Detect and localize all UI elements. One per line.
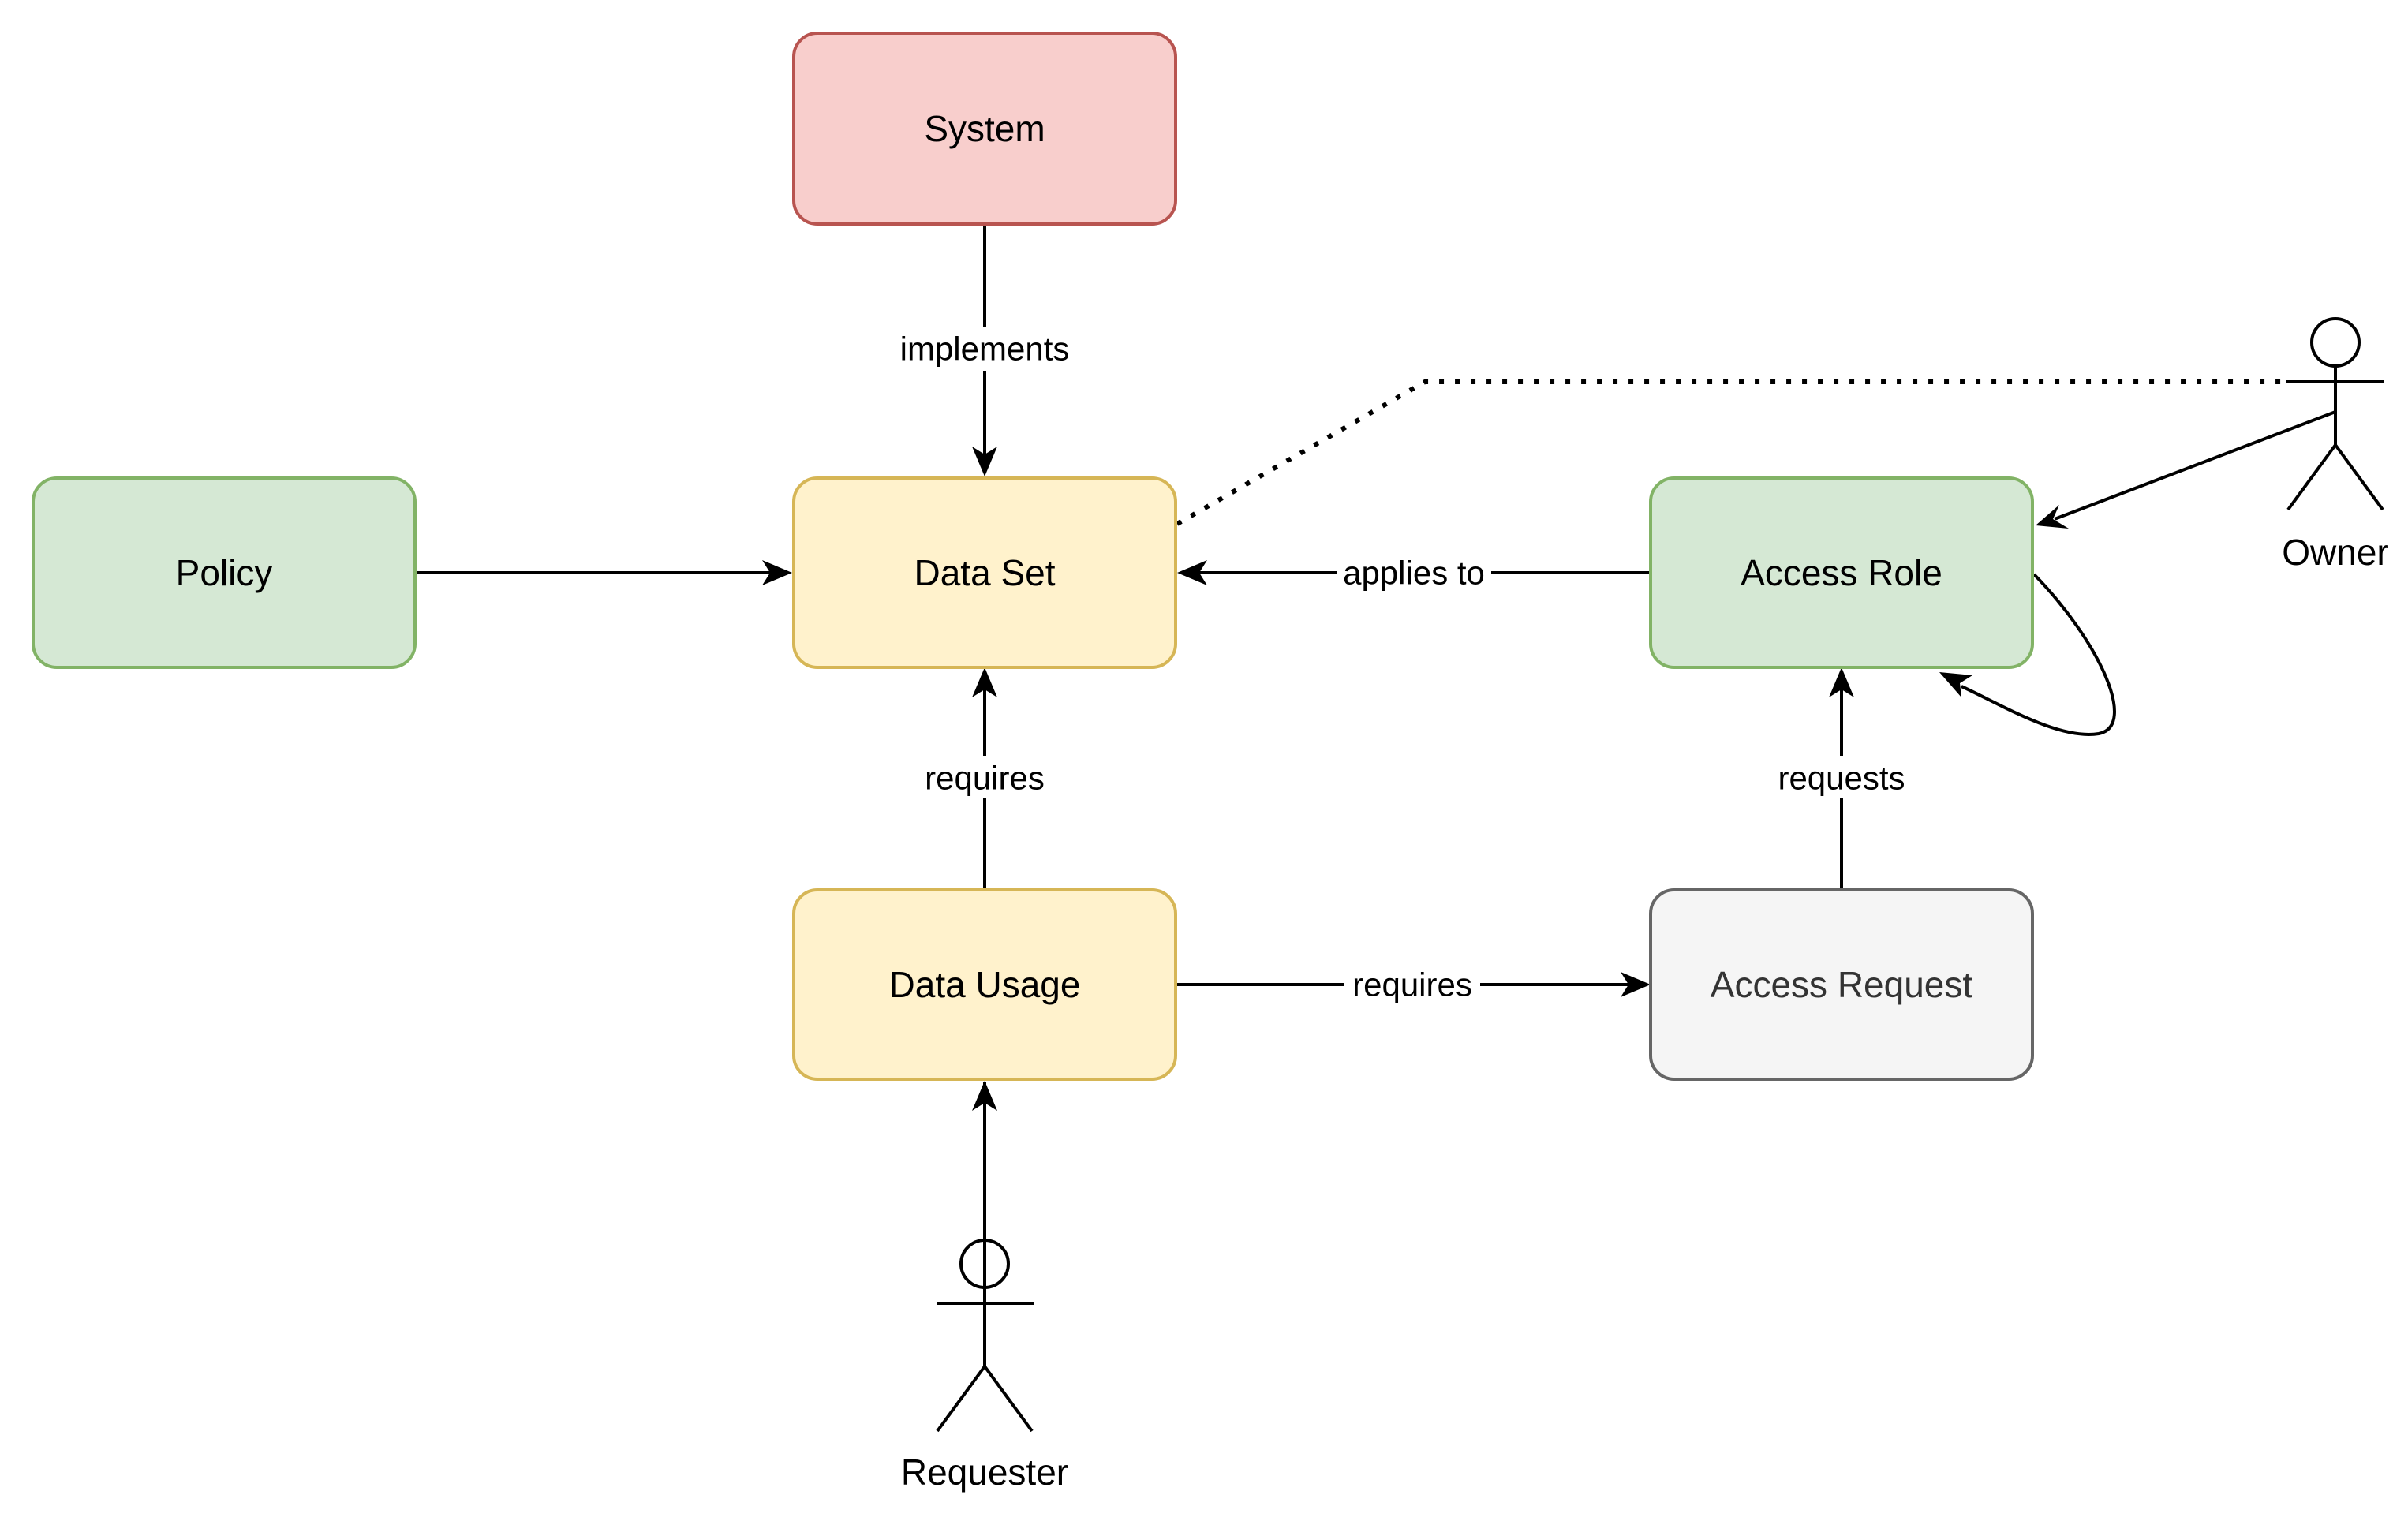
edge-owner-access-role-line[interactable] — [2054, 410, 2336, 521]
edge-applies-to-label: applies to — [1343, 555, 1485, 592]
node-policy[interactable]: Policy — [32, 476, 417, 669]
node-data-usage[interactable]: Data Usage — [792, 888, 1177, 1081]
actor-requester-label: Requester — [901, 1452, 1068, 1493]
node-system[interactable]: System — [792, 32, 1177, 226]
edge-requires-up-arrowhead — [972, 667, 997, 697]
edge-requires-right-label-bg — [1344, 964, 1480, 1007]
edge-implements-label: implements — [900, 331, 1070, 368]
edge-requester-usage-arrowhead — [972, 1081, 997, 1111]
node-access-role[interactable]: Access Role — [1649, 476, 2034, 669]
node-system-label: System — [924, 108, 1045, 149]
edge-requires-right-arrowhead — [1621, 972, 1651, 997]
node-access-request-label: Access Request — [1711, 964, 1973, 1005]
actor-owner-label: Owner — [2282, 532, 2388, 573]
node-data-set-label: Data Set — [914, 552, 1056, 593]
edge-access-role-self-loop[interactable] — [1961, 573, 2116, 736]
node-data-set[interactable]: Data Set — [792, 476, 1177, 669]
edge-requests-label: requests — [1778, 760, 1905, 797]
node-policy-label: Policy — [176, 552, 273, 593]
node-policy-box[interactable] — [32, 476, 417, 669]
actor-requester[interactable]: Requester — [901, 1081, 1068, 1493]
actor-owner-leg-left — [2286, 443, 2337, 511]
edge-applies-to-arrowhead — [1177, 560, 1207, 585]
actor-requester-leg-left — [936, 1365, 986, 1433]
actor-owner[interactable]: Owner — [2282, 317, 2389, 573]
node-access-request[interactable]: Access Request — [1649, 888, 2034, 1081]
node-data-usage-box[interactable] — [792, 888, 1177, 1081]
actor-owner-leg-right — [2334, 443, 2384, 511]
node-data-usage-label: Data Usage — [889, 964, 1081, 1005]
edge-implements-label-bg — [888, 327, 1081, 371]
node-system-box[interactable] — [792, 32, 1177, 226]
edge-owner-dataset-dotted[interactable] — [1176, 379, 2291, 526]
edge-requires-up-label: requires — [925, 760, 1045, 797]
edge-implements-arrowhead — [972, 447, 997, 476]
edge-policy-dataset-arrowhead — [762, 560, 792, 585]
edge-owner-access-role-arrowhead — [2036, 505, 2069, 529]
edge-self-loop-arrowhead — [1939, 672, 1972, 697]
edge-requires-right-label: requires — [1352, 966, 1472, 1003]
edge-requests-label-bg — [1764, 756, 1919, 798]
edge-requests-arrowhead — [1829, 667, 1854, 697]
node-data-set-box[interactable] — [792, 476, 1177, 669]
edge-applies-to-label-bg — [1337, 552, 1491, 595]
edge-requires-up-label-bg — [915, 756, 1054, 798]
actor-owner-head — [2310, 317, 2361, 368]
actor-requester-leg-right — [983, 1365, 1034, 1433]
node-access-role-box[interactable] — [1649, 476, 2034, 669]
node-access-request-box[interactable] — [1649, 888, 2034, 1081]
node-access-role-label: Access Role — [1741, 552, 1942, 593]
